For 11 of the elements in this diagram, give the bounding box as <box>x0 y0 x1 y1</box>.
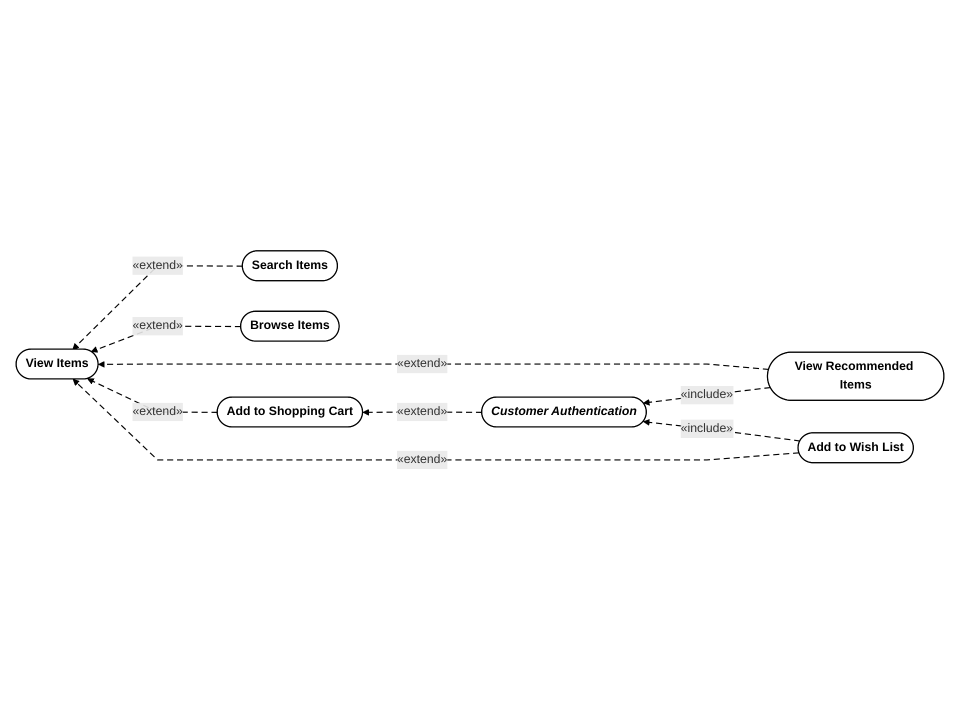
edge-label: «extend» <box>396 357 448 370</box>
edge-label: «extend» <box>132 258 183 272</box>
arrow <box>643 419 800 442</box>
edge-label: «extend» <box>132 319 183 332</box>
edge-label: «extend» <box>396 453 448 466</box>
edge-label: «include» <box>680 388 734 402</box>
arrow <box>98 361 769 370</box>
arrow <box>72 265 243 350</box>
edge-label: «extend» <box>396 405 448 418</box>
edge-label: «include» <box>680 422 734 435</box>
edge-label: «extend» <box>132 405 183 418</box>
